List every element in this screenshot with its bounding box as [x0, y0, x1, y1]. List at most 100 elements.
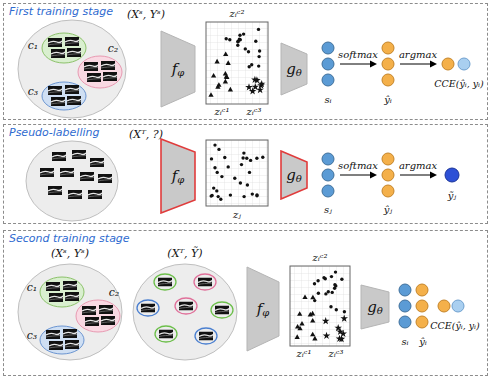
oct-scan — [65, 85, 79, 94]
math-label: zᵢᶜ¹ — [215, 106, 230, 118]
feature-point — [334, 284, 337, 287]
feature-point — [223, 51, 228, 56]
feature-point — [302, 294, 307, 299]
label-dot — [458, 58, 470, 70]
pseudo-label-ring — [195, 328, 217, 344]
prob-unit — [416, 316, 428, 328]
feature-point — [216, 171, 219, 174]
feature-point — [210, 157, 213, 160]
feature-point — [310, 332, 315, 337]
feature-point — [258, 49, 261, 52]
math-label: zᵢᶜ³ — [329, 348, 344, 360]
score-unit — [322, 169, 334, 181]
math-label: c₂ — [108, 43, 119, 56]
feature-point — [248, 65, 251, 68]
class-cluster — [42, 82, 86, 110]
arrow-head — [370, 61, 377, 68]
oct-scan — [215, 306, 229, 315]
feature-point — [242, 32, 245, 35]
feature-point — [255, 157, 258, 160]
oct-scan — [88, 190, 102, 199]
trapezoid-shape — [246, 266, 280, 352]
network-block: fφ — [160, 30, 196, 108]
feature-point — [228, 87, 233, 92]
prob-unit — [416, 284, 428, 296]
score-unit — [322, 153, 334, 165]
feature-point — [299, 321, 304, 326]
feature-point — [334, 270, 337, 273]
math-label: ŷᵢ — [419, 336, 427, 348]
feature-point — [229, 193, 232, 196]
trapezoid-outline — [281, 151, 307, 199]
math-label: zᵢᶜ² — [313, 252, 328, 264]
feature-point — [223, 71, 228, 76]
feature-point — [210, 194, 213, 197]
feature-point — [322, 317, 330, 324]
class-cluster — [40, 277, 84, 307]
feature-space — [206, 22, 268, 104]
trapezoid-outline — [161, 139, 195, 213]
feature-point — [330, 275, 333, 278]
feature-point — [212, 186, 215, 189]
oct-scan — [49, 293, 63, 302]
oct-scan — [98, 174, 112, 183]
feature-point — [249, 159, 252, 162]
feature-point — [240, 163, 243, 166]
feature-point — [257, 64, 260, 67]
feature-point — [297, 326, 302, 331]
feature-point — [245, 157, 248, 160]
math-label: (Xᵀ, ?) — [129, 129, 163, 142]
trapezoid-outline — [161, 31, 195, 107]
oct-scan — [99, 305, 113, 314]
feature-point — [310, 295, 315, 300]
feature-point — [313, 282, 316, 285]
network-block: fφ — [160, 138, 196, 214]
pseudo-label-ring — [154, 274, 176, 290]
feature-point — [208, 92, 213, 97]
oct-scan — [84, 62, 98, 71]
math-label: argmax — [399, 160, 437, 172]
parameter-subscript: θ — [377, 306, 383, 316]
network-block: gθ — [280, 150, 308, 200]
feature-point — [242, 195, 245, 198]
trapezoid-outline — [247, 267, 279, 351]
feature-point — [213, 143, 216, 146]
dataset-circle — [18, 264, 122, 360]
math-label: c₃ — [28, 86, 39, 99]
math-label: c₁ — [28, 40, 39, 53]
parameter-subscript: φ — [177, 68, 184, 78]
trapezoid-shape — [280, 42, 308, 96]
prob-unit — [382, 58, 394, 70]
math-label: zᵢᶜ³ — [247, 106, 262, 118]
feature-point — [261, 156, 264, 159]
feature-point — [239, 181, 242, 184]
arrow-line — [340, 175, 371, 176]
stage-panel: First training stagefφgθ — [3, 3, 488, 120]
function-name: g — [286, 62, 296, 77]
pseudo-label-ring — [137, 300, 159, 316]
arrow-head — [370, 172, 377, 179]
network-block: fφ — [246, 266, 280, 352]
feature-point — [331, 291, 334, 294]
feature-point — [238, 34, 241, 37]
parameter-subscript: φ — [177, 175, 184, 185]
math-label: softmax — [338, 49, 378, 61]
dataset-circle — [133, 264, 237, 360]
feature-point — [210, 194, 213, 197]
function-name: f — [172, 62, 178, 77]
prob-unit — [382, 153, 394, 165]
arrow-head — [430, 172, 437, 179]
feature-point — [220, 175, 223, 178]
oct-scan — [179, 302, 193, 311]
oct-scan — [101, 316, 115, 325]
math-label: sᵢ — [401, 336, 408, 348]
oct-scan — [87, 73, 101, 82]
feature-point — [228, 38, 231, 41]
oct-scan — [141, 304, 155, 313]
feature-point — [254, 40, 257, 43]
math-label: sⱼ — [324, 204, 332, 216]
feature-point — [297, 311, 302, 316]
oct-scan — [40, 168, 54, 177]
class-cluster — [78, 56, 122, 88]
math-label: c₁ — [27, 282, 38, 295]
